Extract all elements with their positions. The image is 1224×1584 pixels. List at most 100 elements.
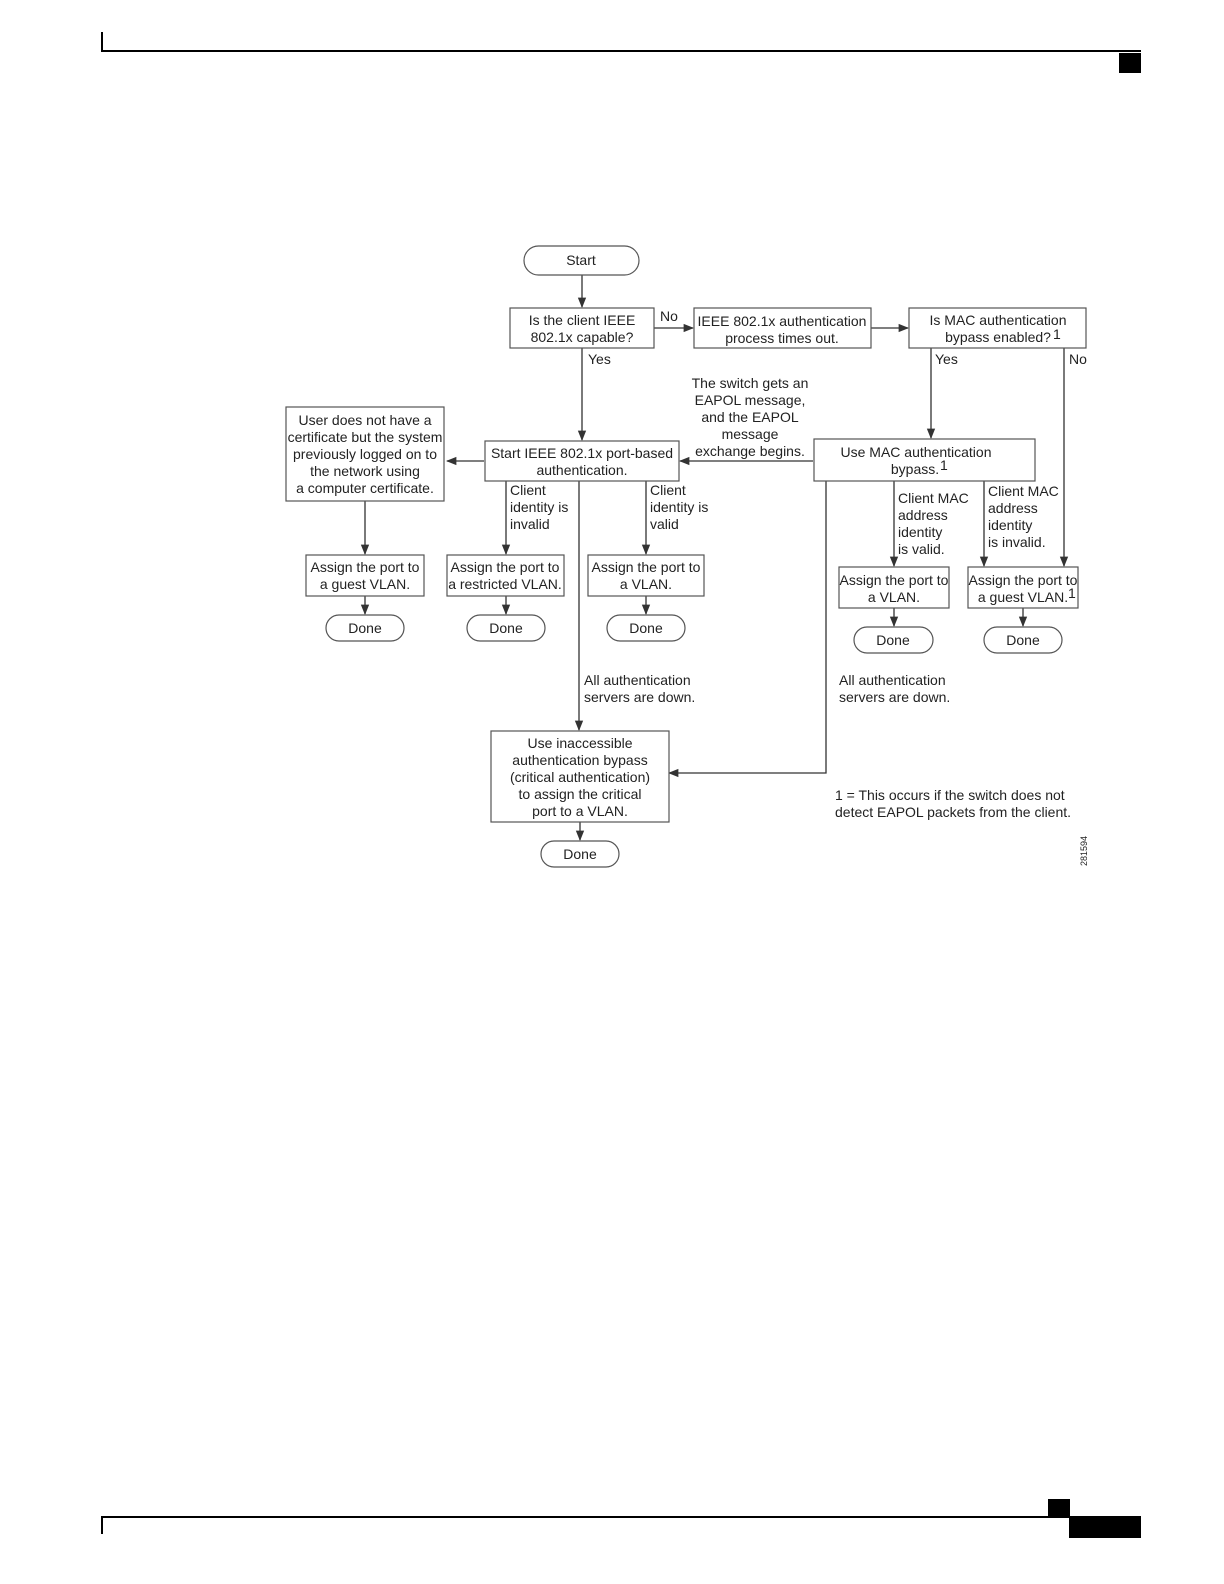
- client-invalid-line-2: identity is: [510, 499, 568, 515]
- client-invalid-label: Client identity is invalid: [510, 482, 568, 532]
- mab-question-line-1: Is MAC authentication: [930, 312, 1067, 328]
- footer-right-mark-tab: [1069, 1518, 1141, 1538]
- client-valid-line-3: valid: [650, 516, 679, 532]
- use-mab-box: Use MAC authentication bypass. 1: [813, 438, 1036, 482]
- done-label: Done: [489, 620, 523, 636]
- client-valid-line-2: identity is: [650, 499, 708, 515]
- done-label: Done: [348, 620, 382, 636]
- footer-right-mark-small: [1048, 1499, 1070, 1517]
- timeout-line-2: process times out.: [725, 330, 839, 346]
- done-label: Done: [876, 632, 910, 648]
- done-terminal-vlan-1: Done: [606, 614, 686, 642]
- done-label: Done: [1006, 632, 1040, 648]
- servers-down-1-line-2: servers are down.: [584, 689, 695, 705]
- inaccessible-bypass-box: Use inaccessible authentication bypass (…: [490, 730, 670, 823]
- cert-note-line-2: certificate but the system: [288, 429, 443, 445]
- assign-vlan-2-line-2: a VLAN.: [868, 589, 920, 605]
- mac-invalid-line-3: identity: [988, 517, 1032, 533]
- done-terminal-guest-2: Done: [983, 626, 1063, 654]
- mac-invalid-label: Client MAC address identity is invalid.: [988, 483, 1059, 550]
- servers-down-2-line-1: All authentication: [839, 672, 946, 688]
- mab-question-line-2: bypass enabled?: [945, 329, 1051, 345]
- mac-invalid-line-2: address: [988, 500, 1038, 516]
- mab-question-footnote: 1: [1053, 326, 1061, 342]
- capable-yes-label: Yes: [588, 351, 611, 367]
- done-label: Done: [563, 846, 597, 862]
- mab-question-box: Is MAC authentication bypass enabled? 1: [908, 307, 1087, 349]
- assign-vlan-2-line-1: Assign the port to: [840, 572, 949, 588]
- cert-note-line-1: User does not have a: [298, 412, 431, 428]
- timeout-line-1: IEEE 802.1x authentication: [698, 313, 867, 329]
- footer-rule: [101, 1516, 1141, 1518]
- assign-vlan-box-2: Assign the port to a VLAN.: [838, 566, 950, 609]
- portbased-line-1: Start IEEE 802.1x port-based: [491, 445, 673, 461]
- start-label: Start: [566, 252, 596, 268]
- footnote-line-2: detect EAPOL packets from the client.: [835, 804, 1071, 820]
- assign-restricted-line-1: Assign the port to: [451, 559, 560, 575]
- figure-id: 281594: [1079, 836, 1089, 866]
- use-mab-footnote: 1: [940, 457, 948, 473]
- inaccessible-line-4: to assign the critical: [519, 786, 642, 802]
- assign-vlan-box-1: Assign the port to a VLAN.: [587, 554, 705, 597]
- edge-use-mab-down-to-inaccessible: [667, 481, 827, 778]
- servers-down-1-line-1: All authentication: [584, 672, 691, 688]
- capable-question-line-1: Is the client IEEE: [529, 312, 636, 328]
- use-mab-line-2: bypass.: [891, 461, 939, 477]
- mab-no-label: No: [1069, 351, 1087, 367]
- eapol-note-line-1: The switch gets an: [692, 375, 809, 391]
- done-terminal-guest-1: Done: [325, 614, 405, 642]
- mac-valid-line-1: Client MAC: [898, 490, 969, 506]
- client-valid-label: Client identity is valid: [650, 482, 708, 532]
- done-terminal-vlan-2: Done: [853, 626, 934, 654]
- assign-guest-1-line-2: a guest VLAN.: [320, 576, 410, 592]
- eapol-note: The switch gets an EAPOL message, and th…: [692, 375, 809, 459]
- cert-note-line-3: previously logged on to: [293, 446, 437, 462]
- inaccessible-line-2: authentication bypass: [512, 752, 647, 768]
- assign-guest-2-line-1: Assign the port to: [969, 572, 1078, 588]
- footer-left-tick: [101, 1516, 103, 1534]
- eapol-note-line-3: and the EAPOL: [701, 409, 799, 425]
- mab-yes-label: Yes: [935, 351, 958, 367]
- mac-invalid-line-1: Client MAC: [988, 483, 1059, 499]
- connectors: [360, 275, 1069, 842]
- client-valid-line-1: Client: [650, 482, 686, 498]
- eapol-note-line-2: EAPOL message,: [695, 392, 806, 408]
- use-mab-line-1: Use MAC authentication: [841, 444, 992, 460]
- done-label: Done: [629, 620, 663, 636]
- capable-question-box: Is the client IEEE 802.1x capable?: [509, 307, 655, 349]
- cert-note-line-5: a computer certificate.: [296, 480, 434, 496]
- servers-down-2-line-2: servers are down.: [839, 689, 950, 705]
- assign-guest-vlan-box-2: Assign the port to a guest VLAN. 1: [967, 566, 1079, 609]
- portbased-line-2: authentication.: [536, 462, 627, 478]
- assign-guest-vlan-box-1: Assign the port to a guest VLAN.: [305, 554, 425, 597]
- mac-invalid-line-4: is invalid.: [988, 534, 1046, 550]
- inaccessible-line-3: (critical authentication): [510, 769, 650, 785]
- done-terminal-restricted: Done: [466, 614, 546, 642]
- header-left-tick: [101, 32, 103, 51]
- timeout-box: IEEE 802.1x authentication process times…: [693, 307, 872, 349]
- portbased-box: Start IEEE 802.1x port-based authenticat…: [484, 440, 680, 482]
- footnote: 1 = This occurs if the switch does not d…: [835, 787, 1071, 820]
- assign-vlan-1-line-2: a VLAN.: [620, 576, 672, 592]
- cert-note-box: User does not have a certificate but the…: [285, 406, 445, 502]
- assign-restricted-line-2: a restricted VLAN.: [448, 576, 562, 592]
- servers-down-label-2: All authentication servers are down.: [839, 672, 950, 705]
- capable-no-label: No: [660, 308, 678, 324]
- header-rule: [101, 50, 1141, 52]
- assign-guest-2-footnote: 1: [1068, 585, 1076, 601]
- header-right-mark: [1119, 53, 1141, 73]
- client-invalid-line-3: invalid: [510, 516, 550, 532]
- mac-valid-label: Client MAC address identity is valid.: [898, 490, 969, 557]
- inaccessible-line-5: port to a VLAN.: [532, 803, 628, 819]
- assign-vlan-1-line-1: Assign the port to: [592, 559, 701, 575]
- assign-guest-2-line-2: a guest VLAN.: [978, 589, 1068, 605]
- inaccessible-line-1: Use inaccessible: [527, 735, 632, 751]
- client-invalid-line-1: Client: [510, 482, 546, 498]
- eapol-note-line-4: message: [722, 426, 779, 442]
- start-terminal: Start: [523, 245, 640, 276]
- eapol-note-line-5: exchange begins.: [695, 443, 805, 459]
- assign-restricted-vlan-box: Assign the port to a restricted VLAN.: [446, 554, 565, 597]
- cert-note-line-4: the network using: [310, 463, 420, 479]
- mac-valid-line-4: is valid.: [898, 541, 945, 557]
